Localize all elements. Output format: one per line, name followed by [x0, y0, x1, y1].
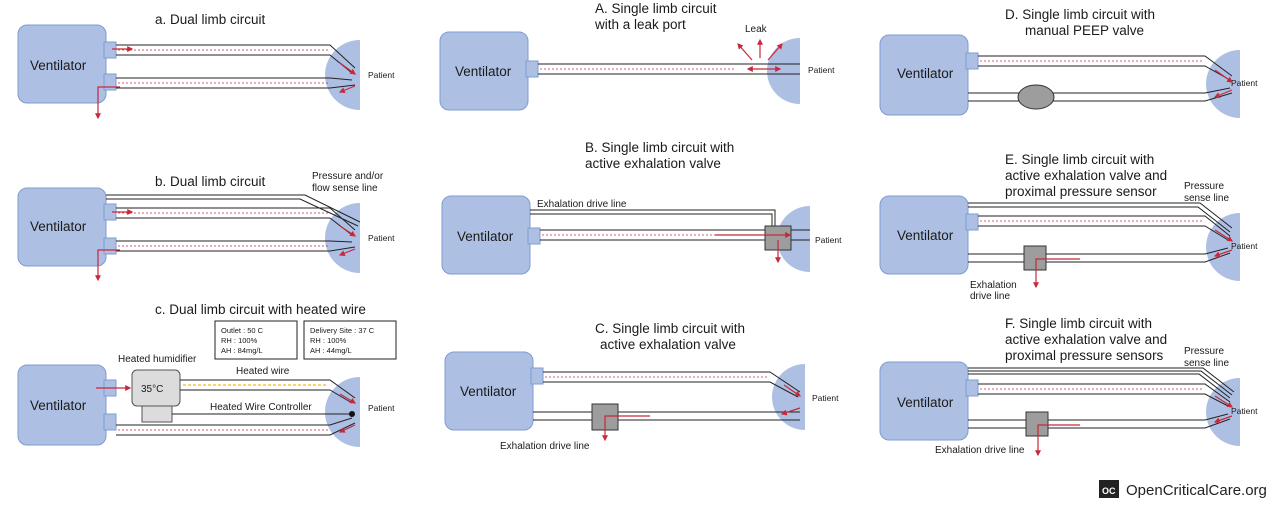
panel-E: E. Single limb circuit with active exhal…: [879, 152, 1258, 302]
panel-c-title: c. Dual limb circuit with heated wire: [155, 302, 366, 317]
delivery-line-3: AH : 44mg/L: [310, 346, 352, 355]
patient-label: Patient: [368, 70, 395, 80]
delivery-line-1: Delivery Site : 37 C: [310, 326, 375, 335]
patient-label: Patient: [1231, 406, 1258, 416]
patient-label: Patient: [808, 65, 835, 75]
brand: OC OpenCriticalCare.org: [1099, 480, 1267, 499]
heated-wire-label: Heated wire: [236, 366, 290, 377]
panel-F-sense-2: sense line: [1184, 358, 1229, 369]
panel-A-title-2: with a leak port: [594, 17, 686, 32]
outlet-line-3: AH : 84mg/L: [221, 346, 263, 355]
delivery-line-2: RH : 100%: [310, 336, 347, 345]
panel-D: D. Single limb circuit with manual PEEP …: [879, 7, 1258, 118]
patient-B: [777, 206, 810, 272]
panel-C-drive-line: Exhalation drive line: [500, 441, 590, 452]
exhalation-valve-E: [1023, 245, 1047, 271]
panel-A-title-1: A. Single limb circuit: [595, 1, 717, 16]
controller-node: [349, 411, 355, 417]
ventilator-label: Ventilator: [30, 398, 87, 413]
patient-A: [767, 38, 800, 104]
panel-b-title: b. Dual limb circuit: [155, 174, 266, 189]
panel-F-title-2: active exhalation valve and: [1005, 332, 1167, 347]
ventilator-F: [879, 361, 969, 441]
humidifier-label: Heated humidifier: [118, 354, 197, 365]
panel-F-title-3: proximal pressure sensors: [1005, 348, 1164, 363]
patient-label: Patient: [1231, 78, 1258, 88]
outlet-line-2: RH : 100%: [221, 336, 258, 345]
ventilator-label: Ventilator: [30, 219, 87, 234]
panel-B-drive-line: Exhalation drive line: [537, 199, 627, 210]
ventilator-a: [17, 24, 107, 104]
ventilator-label: Ventilator: [457, 229, 514, 244]
ventilator-E: [879, 195, 969, 275]
peep-valve: [1017, 84, 1055, 110]
panel-E-title-1: E. Single limb circuit with: [1005, 152, 1154, 167]
patient-label: Patient: [368, 233, 395, 243]
oc-logo-text: OC: [1102, 486, 1116, 496]
ventilator-c: [17, 364, 107, 446]
panel-a-title: a. Dual limb circuit: [155, 12, 266, 27]
brand-name: OpenCriticalCare.org: [1126, 482, 1267, 499]
panel-E-sense-2: sense line: [1184, 193, 1229, 204]
patient-D: [1206, 50, 1240, 118]
panel-D-title-2: manual PEEP valve: [1025, 23, 1144, 38]
outlet-line-1: Outlet : 50 C: [221, 326, 264, 335]
panel-F-drive-line: Exhalation drive line: [935, 445, 1025, 456]
delivery-box: [303, 320, 397, 360]
patient-label: Patient: [812, 393, 839, 403]
controller-label: Heated Wire Controller: [210, 402, 312, 413]
panel-E-drive-1: Exhalation: [970, 280, 1017, 291]
ventilator-label: Ventilator: [897, 228, 954, 243]
ventilator-label: Ventilator: [897, 395, 954, 410]
panel-b-sense-line-1: Pressure and/or: [312, 171, 384, 182]
leak-label: Leak: [745, 24, 768, 35]
panel-F-title-1: F. Single limb circuit with: [1005, 316, 1152, 331]
panel-E-title-3: proximal pressure sensor: [1005, 184, 1157, 199]
panel-b: b. Dual limb circuit Pressure and/or flo…: [17, 171, 395, 282]
ventilator-label: Ventilator: [897, 66, 954, 81]
panel-a: a. Dual limb circuit Ventilator Patient: [17, 12, 395, 120]
panel-B: B. Single limb circuit with active exhal…: [441, 140, 842, 275]
panel-C-title-1: C. Single limb circuit with: [595, 321, 745, 336]
oc-logo-icon: [1099, 480, 1119, 498]
panel-F-sense-1: Pressure: [1184, 346, 1224, 357]
panel-C-title-2: active exhalation valve: [600, 337, 736, 352]
ventilator-label: Ventilator: [460, 384, 517, 399]
outlet-box: [214, 320, 298, 360]
patient-a: [325, 40, 360, 110]
panel-E-sense-1: Pressure: [1184, 181, 1224, 192]
patient-E: [1206, 213, 1240, 281]
panel-B-title-1: B. Single limb circuit with: [585, 140, 734, 155]
patient-label: Patient: [1231, 241, 1258, 251]
panel-C: C. Single limb circuit with active exhal…: [444, 321, 839, 452]
ventilator-C: [444, 351, 534, 431]
panel-B-title-2: active exhalation valve: [585, 156, 721, 171]
humidifier-temp: 35°C: [141, 384, 163, 395]
panel-c: c. Dual limb circuit with heated wire Ou…: [17, 302, 397, 447]
patient-label: Patient: [368, 403, 395, 413]
panel-F: F. Single limb circuit with active exhal…: [879, 316, 1258, 457]
patient-c: [325, 377, 360, 447]
ventilator-b: [17, 187, 107, 267]
exhalation-valve-F: [1025, 411, 1049, 437]
patient-C: [772, 364, 805, 430]
ventilator-label: Ventilator: [30, 58, 87, 73]
patient-label: Patient: [815, 235, 842, 245]
panel-D-title-1: D. Single limb circuit with: [1005, 7, 1155, 22]
panel-b-sense-line-2: flow sense line: [312, 183, 378, 194]
ventilator-label: Ventilator: [455, 64, 512, 79]
panel-E-title-2: active exhalation valve and: [1005, 168, 1167, 183]
panel-E-drive-2: drive line: [970, 291, 1010, 302]
ventilator-D: [879, 34, 969, 116]
panel-A: A. Single limb circuit with a leak port …: [439, 1, 835, 111]
